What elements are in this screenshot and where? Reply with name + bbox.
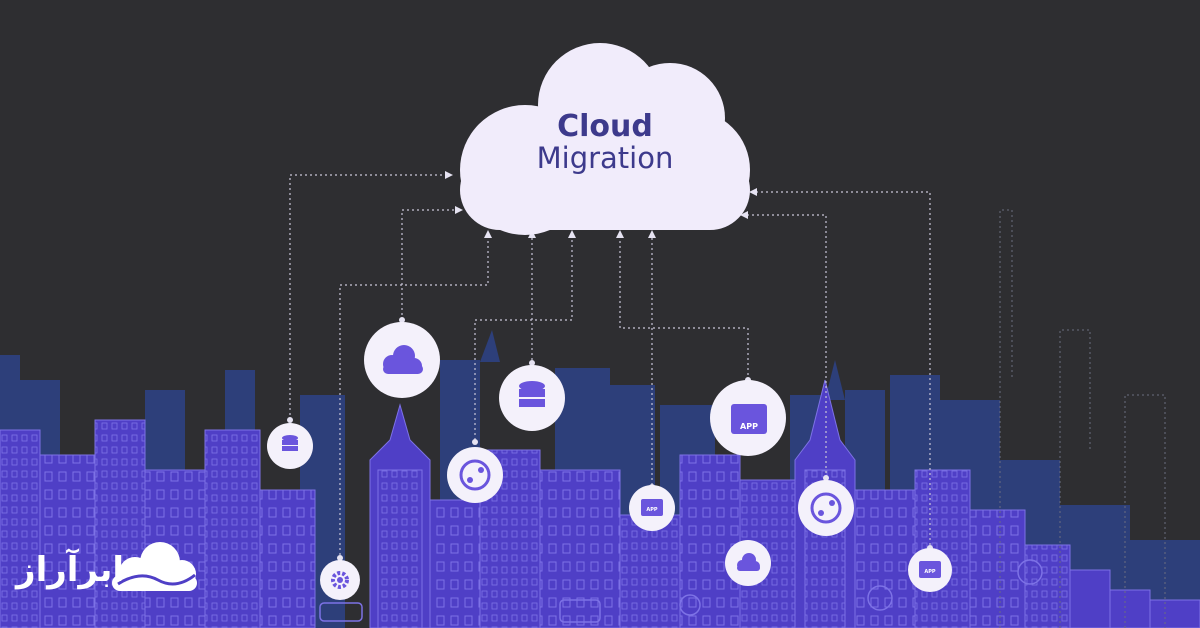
connector-arrows	[445, 171, 757, 238]
node-app-large: APP	[710, 380, 786, 456]
street-details	[319, 559, 1043, 623]
node-cloud-small	[725, 540, 771, 586]
main-cloud	[460, 43, 750, 235]
node-app-center-small: APP	[629, 485, 675, 531]
node-database-large	[499, 365, 565, 431]
brand-logo-icon	[112, 542, 197, 591]
cloud-title: Cloud Migration	[490, 110, 720, 175]
brand-logo-wave	[117, 573, 196, 586]
app-label-right: APP	[924, 569, 936, 575]
connectors	[289, 174, 931, 560]
node-cloud-large	[364, 322, 440, 398]
city-front-layer	[0, 379, 1200, 628]
app-label-center: APP	[646, 507, 658, 513]
node-database-small	[267, 423, 313, 469]
cloud-title-line1: Cloud	[557, 109, 653, 144]
node-app-right-small: APP	[908, 548, 952, 592]
node-settings	[320, 560, 360, 600]
node-network-right	[798, 480, 854, 536]
cloud-title-line2: Migration	[536, 141, 674, 175]
skyline-outline	[999, 209, 1166, 628]
node-network-left	[447, 447, 503, 503]
app-label-large: APP	[740, 422, 758, 431]
brand-text: ابرآراز	[16, 550, 125, 590]
